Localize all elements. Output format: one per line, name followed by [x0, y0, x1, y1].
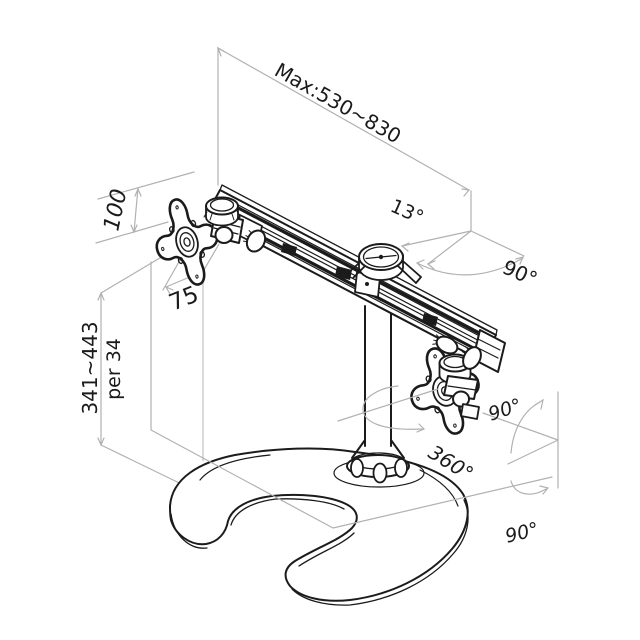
- rotation-annotations-front: [150, 261, 559, 529]
- pole-rotation-arrowhead: [416, 423, 426, 433]
- right-rail-thumbwheel: [432, 334, 459, 355]
- swivel-fan-lines: [401, 230, 525, 276]
- screen-rotation-icon-lines: [482, 391, 559, 489]
- pole-clamp-screw: [365, 282, 369, 286]
- left-joint-cap: [205, 196, 239, 216]
- right-thumbwheel-ribs: [432, 334, 440, 345]
- right-joint-clamp-line: [447, 385, 477, 391]
- rail-channel-lines: [227, 206, 480, 351]
- screen-rotation-angle-label: 90°: [503, 518, 541, 547]
- screen-rotation-arrow: [510, 480, 547, 495]
- base-surface-accents: [199, 454, 459, 507]
- plate-size-arrowheads: [130, 187, 142, 234]
- height-range-arrowheads: [97, 291, 105, 447]
- cap-inner-ring: [362, 246, 400, 268]
- pole-rotation-arrow: [362, 385, 423, 430]
- left-joint-cap-inner: [209, 198, 235, 212]
- base-thickness-lines: [170, 498, 469, 606]
- horseshoe-base: [169, 447, 469, 606]
- right-side-thumbscrew: [459, 346, 482, 370]
- collar-cutout-center: [372, 462, 388, 484]
- rail-profile-lines: [212, 196, 492, 356]
- cap-center-dot: [378, 254, 384, 260]
- swivel-angle-label: 90°: [499, 255, 541, 291]
- stand-drawing: [143, 184, 506, 606]
- tilt-angle-label: 13°: [387, 195, 427, 229]
- collar-cutout-right: [394, 458, 408, 478]
- pole-rotation-axis-line: [337, 388, 439, 422]
- right-thumbwheel-body: [435, 335, 459, 355]
- left-rail-thumbscrew: [242, 229, 267, 253]
- plate-size-dimension-lines: [95, 171, 195, 244]
- ball-joint-left: [203, 196, 244, 244]
- max-width-dimension-lines: [217, 47, 472, 232]
- pole-body-fill: [365, 306, 391, 446]
- height-step-label: per 34: [103, 338, 125, 400]
- max-width-label: Max:530~830: [271, 58, 406, 148]
- right-side-thumbscrew-ribs: [459, 346, 469, 359]
- cap-bracket-lines: [346, 261, 422, 284]
- right-ball: [452, 390, 470, 408]
- pole-edges: [351, 305, 405, 459]
- hole-spacing-label: 75: [166, 281, 203, 316]
- screen-tilt-angle-label: 90°: [486, 394, 525, 425]
- screen-tilt-arrowhead: [534, 398, 544, 410]
- right-side-thumbscrew-body: [462, 346, 482, 370]
- collar-cutout-left: [350, 458, 364, 478]
- swivel-fan-arrowheads: [400, 242, 525, 270]
- ball-joint-right: [432, 334, 482, 420]
- center-pole: [346, 305, 410, 484]
- max-width-arrowheads: [216, 46, 471, 197]
- top-cap-knob: [346, 243, 422, 284]
- height-range-label: 341~443: [78, 321, 102, 414]
- left-ball: [214, 226, 234, 244]
- screen-rotation-arrowhead: [539, 485, 550, 495]
- crossbar-rail: [205, 184, 506, 373]
- left-thumbscrew-ribs: [242, 230, 252, 243]
- left-joint-cap-ribs: [203, 210, 241, 221]
- right-joint-lower-lug: [460, 403, 480, 420]
- floor-reference-lines: [150, 261, 553, 529]
- plate-size-label: 100: [99, 187, 132, 233]
